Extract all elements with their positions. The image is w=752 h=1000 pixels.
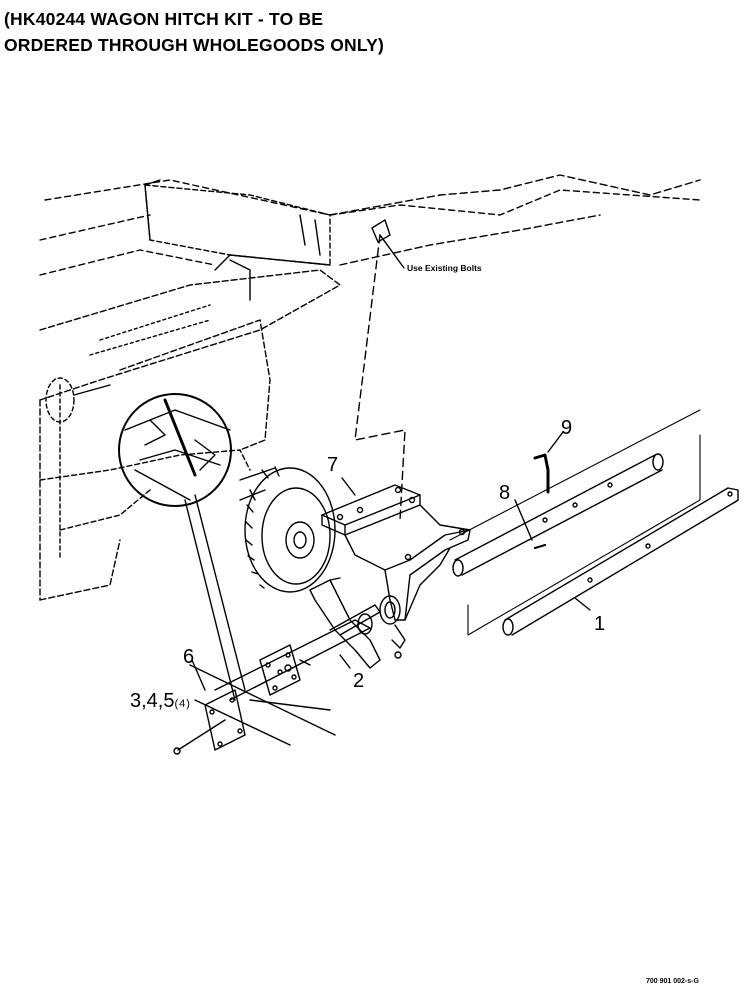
ground-line-1 bbox=[189, 664, 336, 736]
leader-9 bbox=[547, 431, 564, 453]
bolt-icon bbox=[173, 719, 226, 755]
callout-7: 7 bbox=[327, 454, 339, 476]
leader-circle-to-plate-b bbox=[194, 494, 246, 691]
bolt-leader-arrow bbox=[379, 234, 405, 269]
square-plate-icon bbox=[259, 644, 301, 696]
assembly-boundary bbox=[449, 409, 701, 636]
leader-6 bbox=[191, 659, 206, 691]
ground-line-3 bbox=[249, 699, 331, 711]
callout-8: 8 bbox=[499, 482, 511, 504]
hitch-bracket-icon bbox=[321, 484, 471, 659]
hitch-pin-icon bbox=[533, 453, 550, 494]
machine-frame-outline bbox=[39, 174, 701, 601]
detail-circle-icon bbox=[118, 393, 232, 507]
leader-circle-to-plate bbox=[184, 499, 236, 701]
callout-9: 9 bbox=[561, 417, 573, 439]
bolt-leader-line bbox=[354, 234, 406, 521]
wheel-icon bbox=[239, 466, 336, 593]
callout-2: 2 bbox=[353, 670, 365, 692]
shaft-icon bbox=[214, 613, 373, 701]
ground-line-2 bbox=[194, 699, 291, 746]
callout-3-4-5-qty: (4) bbox=[174, 698, 191, 710]
callout-6: 6 bbox=[183, 646, 195, 668]
leader-8 bbox=[514, 499, 533, 541]
page-title: (HK40244 WAGON HITCH KIT - TO BE ORDERED… bbox=[4, 6, 524, 58]
tube-icon bbox=[452, 453, 664, 577]
tongue-bar-icon bbox=[502, 487, 739, 636]
drawing-code: 700 901 002-s-G bbox=[646, 978, 699, 985]
bolt-symbol-icon bbox=[371, 219, 391, 243]
callout-3-4-5-label: 3,4,5 bbox=[130, 690, 175, 712]
leader-2 bbox=[339, 654, 351, 669]
use-existing-bolts-note: Use Existing Bolts bbox=[407, 263, 482, 273]
title-line-2: ORDERED THROUGH WHOLEGOODS ONLY) bbox=[4, 35, 385, 55]
leader-7 bbox=[341, 477, 356, 496]
spacer-plate-icon bbox=[204, 689, 246, 751]
u-clamp-icon bbox=[309, 577, 381, 669]
title-line-1: (HK40244 WAGON HITCH KIT - TO BE bbox=[4, 9, 324, 29]
callout-1: 1 bbox=[594, 613, 606, 635]
leader-1 bbox=[574, 597, 591, 611]
callout-3-4-5: 3,4,5(4) bbox=[130, 691, 191, 714]
